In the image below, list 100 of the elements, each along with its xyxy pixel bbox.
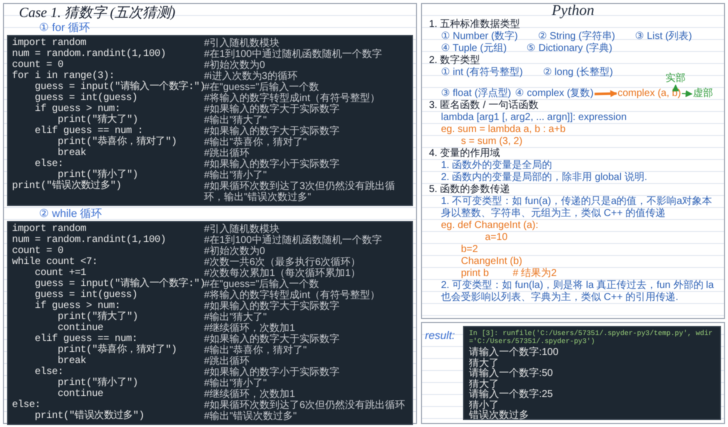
code-panel [7,35,413,206]
code-comment: #将输入的数字转型成int（有符号整型） [204,290,382,301]
code-line: count +=1 [34,268,86,279]
code-comment: #继续循环，次数加1 [204,323,296,334]
code-comment: #在1到100中通过随机函数随机一个数字 [204,235,383,246]
code-comment: #输出"错误次数过多" [204,411,298,422]
code-comment: #如果输入的数字小于实际数字 [204,367,341,378]
code-line: num = random.randint(1,100) [12,235,167,246]
code-line: print("恭喜你，猜对了") [56,345,178,356]
code-comment: #输出"猜小了" [204,170,268,181]
section-heading: result: [425,329,455,344]
code-comment: #输出"恭喜你，猜对了" [204,345,308,356]
code-panel [7,221,413,425]
code-line: guess = int(guess) [34,290,138,301]
console-line: 请输入一个数字:100 [468,348,560,358]
code-line: import random [12,224,86,235]
code-comment: #如果循环次数到达了3次但仍然没有跳出循环，输出"错误次数过多" [204,181,396,203]
code-line: if guess > num: [34,301,120,312]
code-line: while count <7: [12,257,99,268]
code-line: print("错误次数过多") [34,411,146,422]
code-comment: #初始次数为0 [204,60,266,71]
example-code: b=2 [461,244,478,256]
example-code: eg. sum = lambda a, b : a+b [441,124,566,136]
note-text: 1. 函数外的变量是全局的 [441,160,552,172]
section-heading: 3. 匿名函数 / 一句话函数 [429,100,538,112]
code-comment: #继续循环，次数加1 [204,389,296,400]
code-comment: #引入随机数模块 [204,224,280,235]
code-comment: #输出"恭喜你，猜对了" [204,137,308,148]
code-comment: #i进入次数为3的循环 [204,71,298,82]
code-line: print("错误次数过多") [12,181,123,192]
note-text: ② long (长整型) [542,67,613,79]
code-line: guess = input("请输入一个数字:") [34,279,204,290]
code-comment: #初始次数为0 [204,246,266,257]
code-line: continue [58,323,104,334]
code-line: count = 0 [12,60,64,71]
code-comment: #在"guess="后输入一个数 [204,82,320,93]
note-text: 2. 函数内的变量是局部的，除非用 global 说明. [441,172,648,184]
code-line: import random [12,38,86,49]
code-comment: #如果输入的数字小于实际数字 [204,159,341,170]
code-comment: #将输入的数字转型成int（有符号整型） [204,93,382,104]
code-comment: #如果输入的数字大于实际数字 [204,126,341,137]
console-line: 请输入一个数字:25 [468,390,554,400]
code-comment: #输出"猜大了" [204,115,268,126]
note-text: ④ complex (复数) [515,88,594,100]
section-heading: 4. 变量的作用域 [429,148,500,160]
code-line: print("猜小了") [56,378,140,389]
page-title: Case 1. 猜数字 (五次猜测) [18,6,176,22]
code-comment: #跳出循环 [204,148,250,159]
code-comment: #次数每次累加1（每次循环累加1） [204,268,362,279]
code-line: print("恭喜你，猜对了") [56,137,178,148]
example-code: s = sum (3, 2) [461,136,522,148]
section-heading: 5. 函数的参数传递 [429,184,510,196]
code-comment: #跳出循环 [204,356,250,367]
example-code: a=10 [485,232,508,244]
code-line: else: [34,367,64,378]
example-code: print b [461,268,489,280]
example-code: eg. def ChangeInt (a): [441,220,538,232]
console-panel [462,326,721,420]
code-line: guess = int(guess) [34,93,138,104]
code-line: count = 0 [12,246,64,257]
code-line: break [58,148,88,159]
code-comment: #如果输入的数字大于实际数字 [204,104,341,115]
arrow [594,90,618,98]
code-line: print("猜大了") [56,312,140,323]
code-line: break [58,356,88,367]
note-text: ② String (字符串) [538,31,616,42]
code-comment: #在"guess="后输入一个数 [204,279,320,290]
code-comment: #在1到100中通过随机函数随机一个数字 [204,49,383,60]
page-title: Python [552,5,594,17]
code-comment: #输出"猜小了" [204,378,268,389]
section-heading: ② while 循环 [38,208,104,221]
code-comment: #输出"猜大了" [204,312,268,323]
note-text: 2. 可变类型：如 fun(la)，则是将 la 真正传过去，fun 外部的 la 也会受影响以列表、字典为主，类似 C++ 的引用传递. [441,280,715,304]
example-code: ChangeInt (b) [461,256,522,268]
code-line: elif guess == num : [34,126,144,137]
code-line: else: [12,400,41,411]
code-comment: #引入随机数模块 [204,38,280,49]
code-comment: #如果循环次数到达了6次但仍然没有跳出循环 [204,400,406,411]
console-line: 猜大了 [468,380,500,390]
code-line: print("猜大了") [58,115,140,126]
section-heading: 2. 数字类型 [429,55,480,67]
console-line: 请输入一个数字:50 [468,369,554,379]
console-line: 猜小了 [468,400,499,410]
note-text: ③ List (列表) [635,31,692,43]
annotation-text: 虚部 [692,88,713,100]
note-text: lambda [arg1 [, arg2, ... argn]]: expression [441,112,627,124]
note-text: ③ float (浮点型) [441,88,512,100]
code-comment: #如果输入的数字大于实际数字 [204,334,341,345]
arrow [682,90,693,98]
note-text: ① int (有符号整型) [441,67,523,79]
code-line: elif guess == num: [34,334,138,345]
code-comment: #次数一共6次（最多执行6次循环） [204,257,362,268]
note-text: 1. 不可变类型：如 fun(a)，传递的只是a的值，不影响a对象本身以整数、字符串、元组为主，类似 C++ 的值传递 [441,196,714,220]
section-heading: ① for 循环 [38,22,91,35]
code-line: for i in range(3): [12,71,115,82]
console-line: 猜大了 [468,358,500,368]
note-text: ① Number (数字) [441,31,518,43]
code-line: print("猜小了") [58,170,140,181]
section-heading: 1. 五种标准数据类型 [429,19,520,30]
code-line: else: [34,159,64,170]
